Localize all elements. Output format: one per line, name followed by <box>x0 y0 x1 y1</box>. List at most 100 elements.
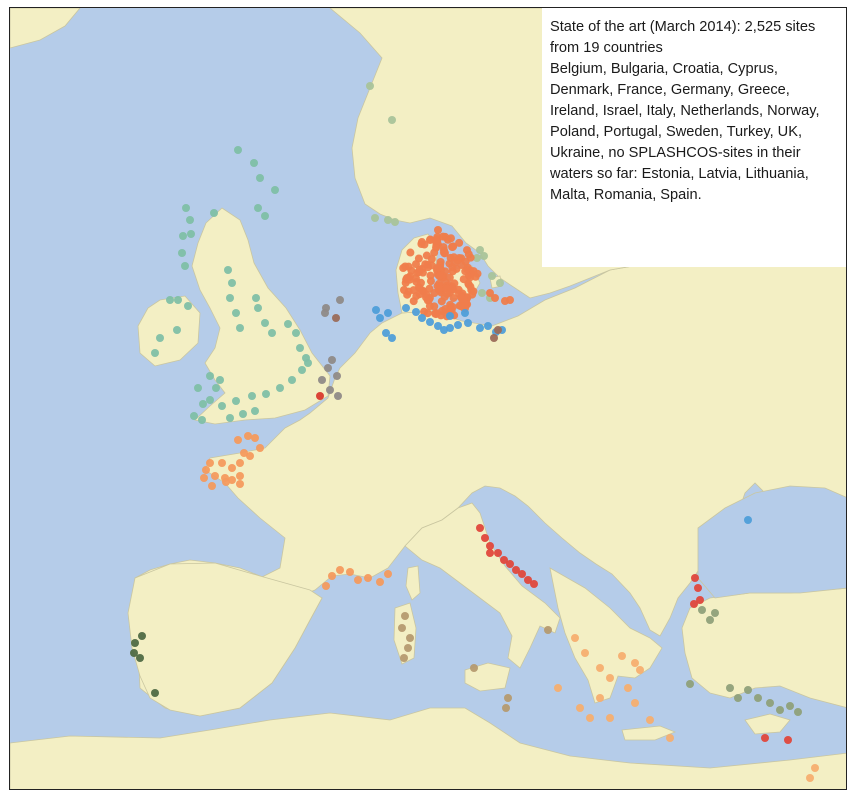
turkey-site-dot <box>754 694 762 702</box>
italy-site-dot <box>544 626 552 634</box>
uk-site-dot <box>232 397 240 405</box>
germany-site-dot <box>484 322 492 330</box>
france-site-dot <box>236 480 244 488</box>
germany-site-dot <box>388 334 396 342</box>
germany-site-dot <box>376 314 384 322</box>
denmark-site-dot <box>427 261 436 270</box>
uk-site-dot <box>304 359 312 367</box>
sweden-site-dot <box>391 218 399 226</box>
france-site-dot <box>211 472 219 480</box>
denmark-site-dot <box>454 285 463 294</box>
denmark-site-dot <box>430 248 439 257</box>
france-site-dot <box>322 582 330 590</box>
italy-site-dot <box>406 634 414 642</box>
denmark-site-dot <box>461 267 470 276</box>
denmark-site-dot <box>434 285 443 294</box>
france-site-dot <box>240 449 248 457</box>
land-cyprus <box>744 713 791 735</box>
sweden-site-dot <box>488 272 496 280</box>
denmark-site-dot <box>434 279 443 288</box>
turkey-site-dot <box>776 706 784 714</box>
denmark-site-dot <box>506 296 514 304</box>
denmark-site-dot <box>486 289 494 297</box>
map-frame: State of the art (March 2014): 2,525 sit… <box>9 7 847 790</box>
uk-site-dot <box>173 326 181 334</box>
croatia-site-dot <box>481 534 489 542</box>
uk-site-dot <box>298 366 306 374</box>
greece-site-dot <box>631 659 639 667</box>
denmark-site-dot <box>427 255 436 264</box>
denmark-site-dot <box>438 232 447 241</box>
denmark-site-dot <box>436 311 445 320</box>
denmark-site-dot <box>448 263 457 272</box>
site-markers <box>130 82 819 782</box>
uk-site-dot <box>239 410 247 418</box>
france-site-dot <box>218 459 226 467</box>
italy-site-dot <box>401 612 409 620</box>
denmark-site-dot <box>407 266 416 275</box>
land-italy <box>404 502 561 669</box>
uk-site-dot <box>190 412 198 420</box>
portugal-site-dot <box>151 689 159 697</box>
uk-site-dot <box>166 296 174 304</box>
uk-site-dot <box>206 396 214 404</box>
land-iberia <box>127 562 323 717</box>
portugal-site-dot <box>136 654 144 662</box>
ukraine-site-dot <box>744 516 752 524</box>
uk-site-dot <box>251 407 259 415</box>
uk-site-dot <box>218 402 226 410</box>
greece-site-dot <box>576 704 584 712</box>
turkey-site-dot <box>706 616 714 624</box>
croatia-site-dot <box>518 570 526 578</box>
uk-site-dot <box>261 212 269 220</box>
sweden-site-dot <box>384 216 392 224</box>
uk-site-dot <box>179 232 187 240</box>
israel-site-dot <box>811 764 819 772</box>
germany-site-dot <box>372 306 380 314</box>
denmark-site-dot <box>455 238 464 247</box>
uk-site-dot <box>212 384 220 392</box>
uk-site-dot <box>151 349 159 357</box>
uk-site-dot <box>194 384 202 392</box>
france-site-dot <box>328 572 336 580</box>
land-corsica <box>405 565 421 601</box>
denmark-site-dot <box>435 271 444 280</box>
france-site-dot <box>208 482 216 490</box>
turkey-site-dot <box>766 699 774 707</box>
denmark-site-dot <box>434 226 442 234</box>
italy-site-dot <box>504 694 512 702</box>
france-site-dot <box>202 466 210 474</box>
turkey-site-dot <box>786 702 794 710</box>
greece-site-dot <box>581 649 589 657</box>
legend-countries: Belgium, Bulgaria, Croatia, Cyprus, Denm… <box>550 61 820 203</box>
uk-site-dot <box>234 146 242 154</box>
land-greece <box>549 567 663 704</box>
turkey-site-dot <box>744 686 752 694</box>
denmark-site-dot <box>461 257 470 266</box>
uk-site-dot <box>276 384 284 392</box>
germany-site-dot <box>418 314 426 322</box>
uk-site-dot <box>224 266 232 274</box>
uk-site-dot <box>198 416 206 424</box>
netherlands-site-dot <box>321 309 329 317</box>
croatia-site-dot <box>512 566 520 574</box>
greece-site-dot <box>624 684 632 692</box>
denmark-site-dot <box>440 249 449 258</box>
uk-site-dot <box>226 294 234 302</box>
land-great-britain <box>191 207 331 425</box>
uk-site-dot <box>156 334 164 342</box>
greece-site-dot <box>636 666 644 674</box>
legend-summary: State of the art (March 2014): 2,525 sit… <box>550 19 816 56</box>
denmark-site-dot <box>415 284 424 293</box>
france-site-dot <box>246 452 254 460</box>
uk-site-dot <box>186 216 194 224</box>
netherlands-site-dot <box>333 372 341 380</box>
denmark-site-dot <box>436 260 445 269</box>
uk-site-dot <box>206 372 214 380</box>
uk-site-dot <box>292 329 300 337</box>
france-site-dot <box>336 566 344 574</box>
uk-site-dot <box>248 392 256 400</box>
germany-site-dot <box>464 319 472 327</box>
france-site-dot <box>236 459 244 467</box>
france-site-dot <box>251 434 259 442</box>
